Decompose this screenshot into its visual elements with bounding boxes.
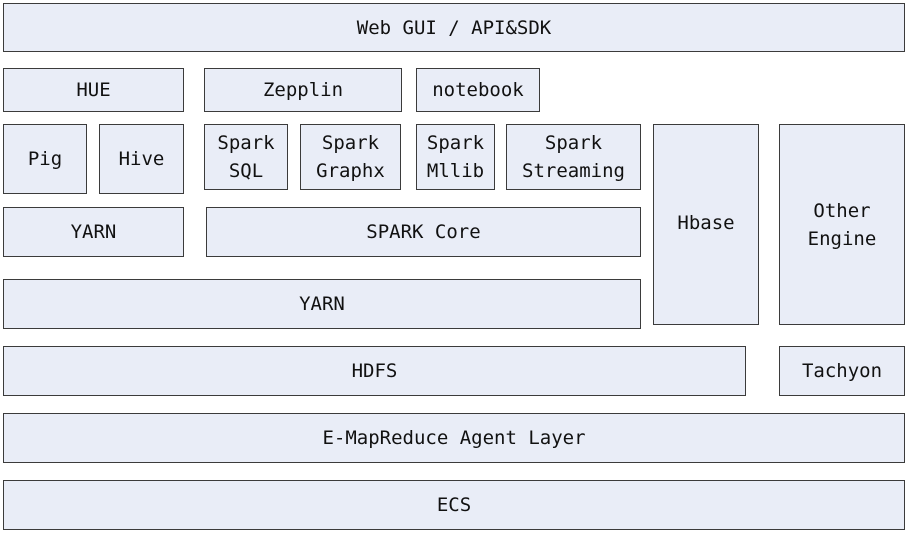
hbase-box: Hbase bbox=[653, 124, 759, 325]
notebook-label: notebook bbox=[432, 79, 524, 101]
agent-layer-box: E-MapReduce Agent Layer bbox=[3, 413, 905, 463]
agent-layer-label: E-MapReduce Agent Layer bbox=[322, 427, 586, 449]
pig-box: Pig bbox=[3, 124, 87, 194]
ecs-label: ECS bbox=[436, 494, 472, 516]
spark-mllib-box: Spark Mllib bbox=[416, 124, 495, 190]
tachyon-label: Tachyon bbox=[801, 360, 883, 382]
yarn-left-label: YARN bbox=[70, 221, 117, 243]
spark-graphx-box: Spark Graphx bbox=[300, 124, 401, 190]
other-engine-label: Other Engine bbox=[807, 199, 877, 250]
spark-core-label: SPARK Core bbox=[366, 221, 481, 243]
hue-box: HUE bbox=[3, 68, 184, 112]
spark-sql-box: Spark SQL bbox=[204, 124, 288, 190]
yarn-main-box: YARN bbox=[3, 279, 641, 329]
hive-box: Hive bbox=[99, 124, 184, 194]
zepplin-box: Zepplin bbox=[204, 68, 402, 112]
spark-streaming-label: Spark Streaming bbox=[522, 132, 625, 182]
other-engine-box: Other Engine bbox=[779, 124, 905, 325]
yarn-left-box: YARN bbox=[3, 207, 184, 257]
notebook-box: notebook bbox=[416, 68, 540, 112]
spark-core-box: SPARK Core bbox=[206, 207, 641, 257]
tachyon-box: Tachyon bbox=[779, 346, 905, 396]
hbase-label: Hbase bbox=[677, 212, 735, 234]
hdfs-label: HDFS bbox=[351, 360, 398, 382]
hive-label: Hive bbox=[118, 148, 165, 170]
web-gui-api-sdk-label: Web GUI / API&SDK bbox=[356, 16, 552, 39]
pig-label: Pig bbox=[27, 148, 63, 170]
spark-graphx-label: Spark Graphx bbox=[316, 132, 385, 182]
ecs-box: ECS bbox=[3, 480, 905, 530]
zepplin-label: Zepplin bbox=[262, 79, 344, 101]
hdfs-box: HDFS bbox=[3, 346, 746, 396]
yarn-main-label: YARN bbox=[299, 293, 345, 315]
hue-label: HUE bbox=[76, 79, 111, 101]
spark-streaming-box: Spark Streaming bbox=[506, 124, 641, 190]
spark-mllib-label: Spark Mllib bbox=[426, 132, 485, 182]
spark-sql-label: Spark SQL bbox=[217, 132, 275, 182]
web-gui-api-sdk-box: Web GUI / API&SDK bbox=[3, 3, 905, 52]
